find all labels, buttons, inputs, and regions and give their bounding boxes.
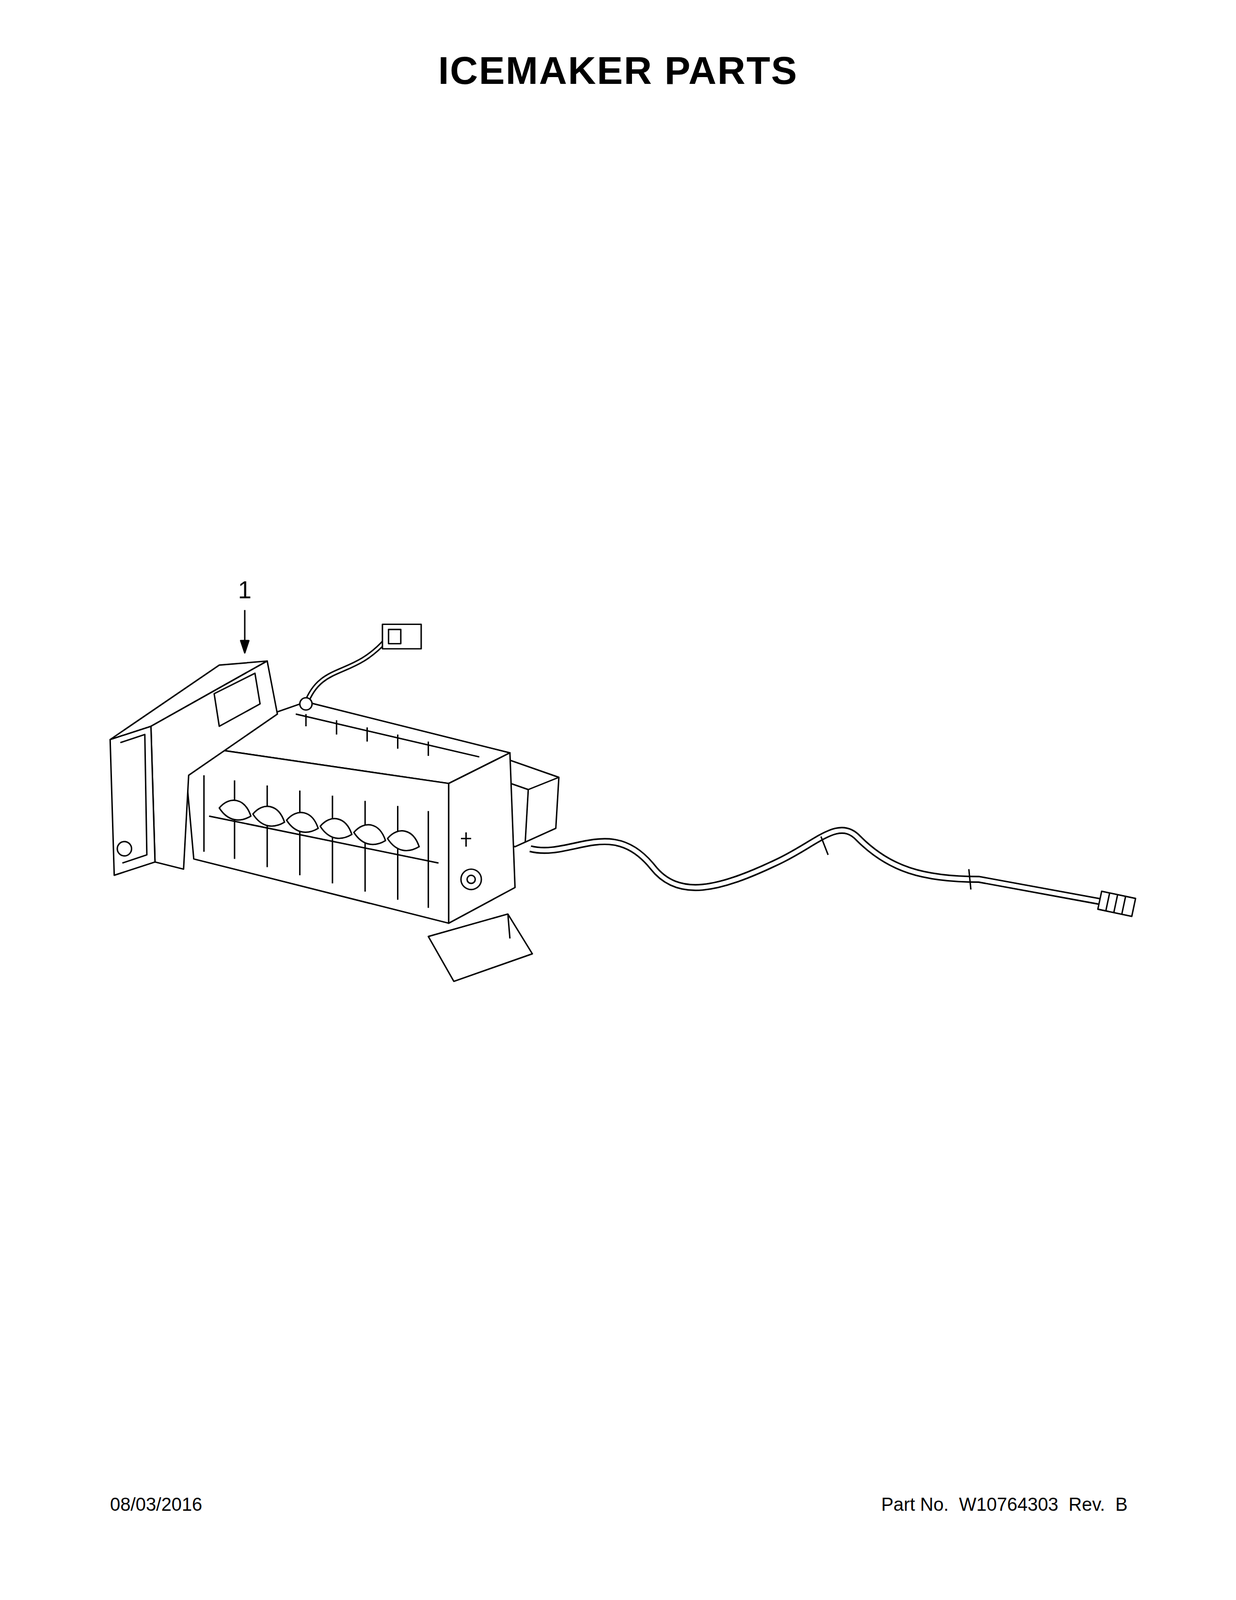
mount-cross <box>460 832 472 847</box>
housing-lip <box>120 734 147 863</box>
wire-grommet <box>300 697 313 710</box>
housing-screw <box>117 841 132 856</box>
leader-line <box>243 609 246 645</box>
sensor-wire-inner <box>305 640 386 704</box>
ejector-shaft <box>208 815 439 863</box>
cup-edge <box>525 789 529 842</box>
connector-latch <box>388 629 401 644</box>
housing-latch <box>214 673 261 727</box>
page-title: ICEMAKER PARTS <box>438 48 798 94</box>
ejector-blades <box>219 799 419 851</box>
arrow-head <box>240 640 250 653</box>
support-foot <box>428 913 533 982</box>
mold-rail <box>295 713 480 757</box>
mold-front <box>183 744 449 923</box>
part-number: Part No. W10764303 Rev. B <box>881 1493 1128 1515</box>
end-plate <box>448 752 516 923</box>
mold-cavities <box>305 713 428 756</box>
revision-date: 08/03/2016 <box>110 1493 203 1515</box>
shaft-hub-center <box>467 874 476 884</box>
sensor-wire <box>305 640 386 704</box>
mold-ribs <box>204 775 429 908</box>
wire-clip <box>968 869 971 890</box>
icemaker-assembly <box>110 609 1136 982</box>
wire-harness <box>530 829 1102 902</box>
callout-number: 1 <box>237 575 252 604</box>
housing-front <box>110 726 156 875</box>
wire-clip <box>821 836 829 855</box>
sensor-connector <box>382 624 422 649</box>
wire-harness-inner <box>530 829 1102 902</box>
housing-side <box>150 660 278 869</box>
harness-connector <box>1097 890 1136 917</box>
foot-edge <box>507 913 510 938</box>
shaft-hub <box>460 869 482 890</box>
